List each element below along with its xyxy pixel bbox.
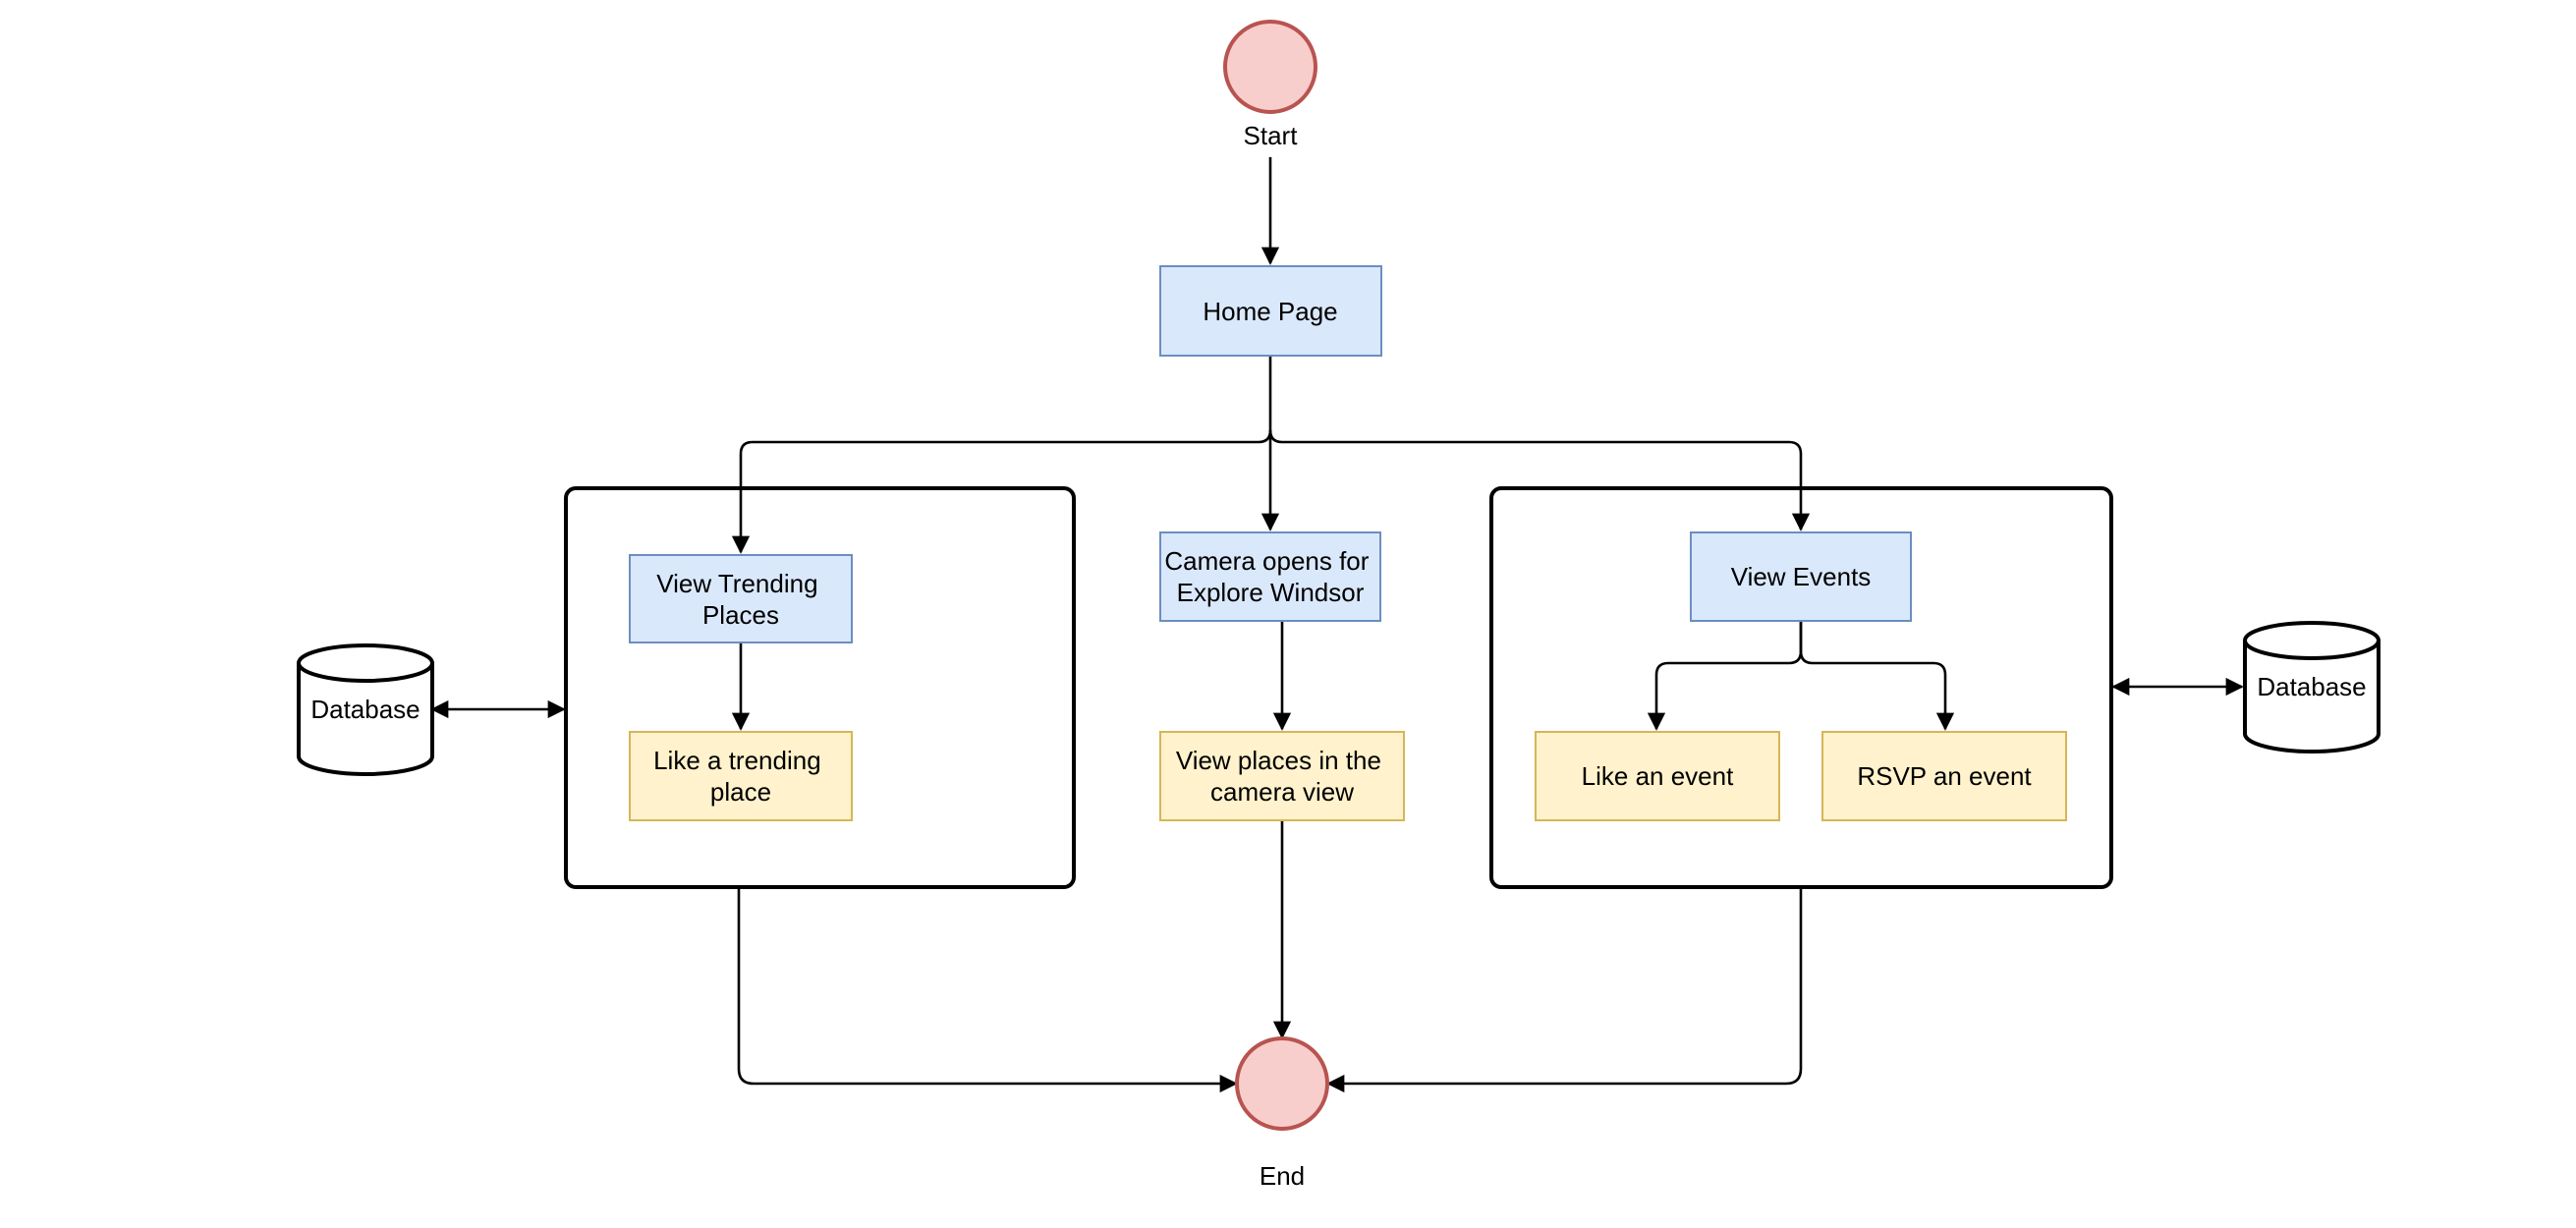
database-left-icon (297, 643, 434, 776)
trending-group-to-end-arrow (737, 887, 1238, 1093)
like-event-node (1535, 731, 1780, 821)
home-to-trending-arrow (731, 429, 1272, 554)
like-trending-node (629, 731, 853, 821)
home-page-node (1159, 265, 1382, 357)
view-events-node (1690, 531, 1912, 622)
database-right-icon (2243, 621, 2380, 754)
start-node (1223, 20, 1317, 114)
database-right-label: Database (2257, 672, 2366, 701)
end-label: End (1260, 1161, 1305, 1191)
like-trending-label: Like a trending place (653, 746, 828, 807)
database-left-label: Database (310, 695, 420, 724)
rsvp-event-node (1821, 731, 2067, 821)
view-places-label: View places in the camera view (1176, 746, 1388, 807)
home-page-label: Home Page (1203, 297, 1337, 326)
view-trending-node (629, 554, 853, 643)
home-to-events-arrow (1268, 429, 1811, 531)
view-places-node (1159, 731, 1405, 821)
end-node (1235, 1036, 1329, 1131)
like-event-label: Like an event (1582, 761, 1734, 791)
rsvp-event-label: RSVP an event (1857, 761, 2032, 791)
start-label: Start (1244, 121, 1299, 150)
camera-label: Camera opens for Explore Windsor (1164, 546, 1375, 607)
events-to-rsvp-arrow (1799, 621, 1955, 731)
camera-node (1159, 531, 1381, 622)
events-group-to-end-arrow (1326, 887, 1803, 1093)
trending-group-container (564, 486, 1076, 889)
view-events-label: View Events (1731, 562, 1872, 591)
view-trending-label: View Trending Places (656, 569, 825, 630)
